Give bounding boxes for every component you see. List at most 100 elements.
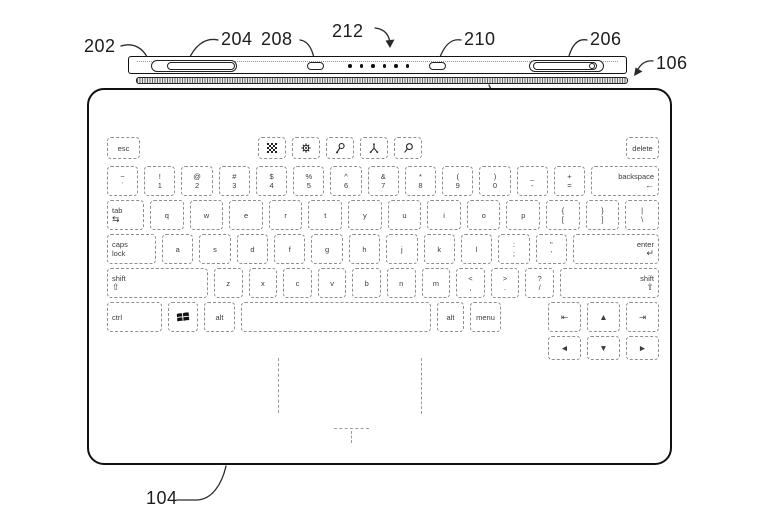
clip-left [307, 62, 324, 70]
key-': "' [536, 234, 567, 264]
key-1: !1 [144, 166, 175, 196]
touchpad-left-boundary [278, 358, 279, 413]
key-r: r [269, 200, 303, 230]
key-lshift: shift⇧ [107, 268, 208, 298]
left-arrow-key: ◄ [548, 336, 581, 360]
clip-right [429, 62, 446, 70]
key-enter: enter↵ [573, 234, 659, 264]
ref-206: 206 [590, 29, 622, 50]
key-y: y [348, 200, 382, 230]
pin-dot [406, 64, 410, 68]
key-row-5: ctrlaltaltmenu⇤▲⇥ [107, 302, 659, 332]
magnet-left [167, 62, 235, 70]
key-x: x [249, 268, 278, 298]
key-row-6: ◄▼► [107, 336, 659, 360]
ref-202: 202 [84, 36, 116, 57]
ref-208: 208 [261, 29, 293, 50]
key-2: @2 [181, 166, 212, 196]
key-m: m [422, 268, 451, 298]
home-key: ⇤ [548, 302, 581, 332]
key-/: ?/ [525, 268, 554, 298]
key-row-0: esc delete [107, 137, 659, 159]
key-8: *8 [405, 166, 436, 196]
ref-210: 210 [464, 29, 496, 50]
key-alt-l: alt [204, 302, 235, 332]
key-row-3: capslockasdfghjkl:;"'enter↵ [107, 234, 659, 264]
key-5: %5 [293, 166, 324, 196]
key-v: v [318, 268, 347, 298]
key-6: ^6 [330, 166, 361, 196]
pin-dot [383, 64, 387, 68]
spacebar-key [241, 302, 431, 332]
key-i: i [427, 200, 461, 230]
key-gap [107, 336, 542, 360]
key-3: #3 [219, 166, 250, 196]
key-t: t [308, 200, 342, 230]
key-e: e [229, 200, 263, 230]
leader-106 [637, 61, 653, 71]
share-icon [326, 137, 354, 159]
tiles-icon [258, 137, 286, 159]
leader-212 [375, 28, 390, 43]
windows-logo-icon [168, 302, 198, 332]
key-row-4: shift⇧zxcvbnm<,>.?/shift⇧ [107, 268, 659, 298]
key-delete: delete [626, 137, 659, 159]
key-\: |\ [625, 200, 659, 230]
down-arrow-key: ▼ [587, 336, 620, 360]
leader-104 [177, 466, 226, 500]
up-arrow-key: ▲ [587, 302, 620, 332]
key-backspace: backspace← [591, 166, 659, 196]
key-w: w [190, 200, 224, 230]
ref-204: 204 [221, 29, 253, 50]
key-rshift: shift⇧ [560, 268, 659, 298]
key-caps: capslock [107, 234, 156, 264]
ref-104: 104 [146, 488, 178, 509]
devices-icon [360, 137, 388, 159]
key-menu: menu [470, 302, 501, 332]
key-c: c [283, 268, 312, 298]
key-4: $4 [256, 166, 287, 196]
hinge-strip [136, 77, 628, 84]
touchpad-button-divider-v [351, 431, 352, 443]
magnet-right-endcap [589, 63, 595, 69]
connector-pins [348, 64, 409, 68]
key-ctrl: ctrl [107, 302, 162, 332]
touchpad-right-boundary [421, 358, 422, 414]
key-esc: esc [107, 137, 140, 159]
magnet-right [533, 62, 597, 70]
ref-212: 212 [332, 21, 364, 42]
key-k: k [424, 234, 455, 264]
arrowhead-106 [634, 68, 643, 77]
key-row-1: ~`!1@2#3$4%5^6&7*8(9)0_-+=backspace← [107, 166, 659, 196]
right-arrow-key: ► [626, 336, 659, 360]
key-h: h [349, 234, 380, 264]
key-l: l [461, 234, 492, 264]
key-0: )0 [479, 166, 510, 196]
search-icon [394, 137, 422, 159]
keyboard-body: escdelete~`!1@2#3$4%5^6&7*8(9)0_-+=backs… [87, 88, 672, 465]
key-s: s [199, 234, 230, 264]
key--: _- [517, 166, 548, 196]
pin-dot [360, 64, 364, 68]
attachment-spine [128, 56, 627, 74]
leader-206 [569, 40, 587, 56]
key-g: g [311, 234, 342, 264]
keys: escdelete~`!1@2#3$4%5^6&7*8(9)0_-+=backs… [107, 137, 659, 360]
key-gap [507, 302, 542, 332]
key-alt-r: alt [437, 302, 464, 332]
key-9: (9 [442, 166, 473, 196]
key-7: &7 [368, 166, 399, 196]
pin-dot [371, 64, 375, 68]
key-u: u [388, 200, 422, 230]
key-[: {[ [546, 200, 580, 230]
key-f: f [274, 234, 305, 264]
key-;: :; [498, 234, 529, 264]
key-q: q [150, 200, 184, 230]
leader-210 [440, 40, 461, 57]
key-b: b [352, 268, 381, 298]
arrowhead-212 [386, 40, 395, 49]
key-tab: tab⇆ [107, 200, 144, 230]
end-key: ⇥ [626, 302, 659, 332]
key-row-2: tab⇆qwertyuiop{[}]|\ [107, 200, 659, 230]
